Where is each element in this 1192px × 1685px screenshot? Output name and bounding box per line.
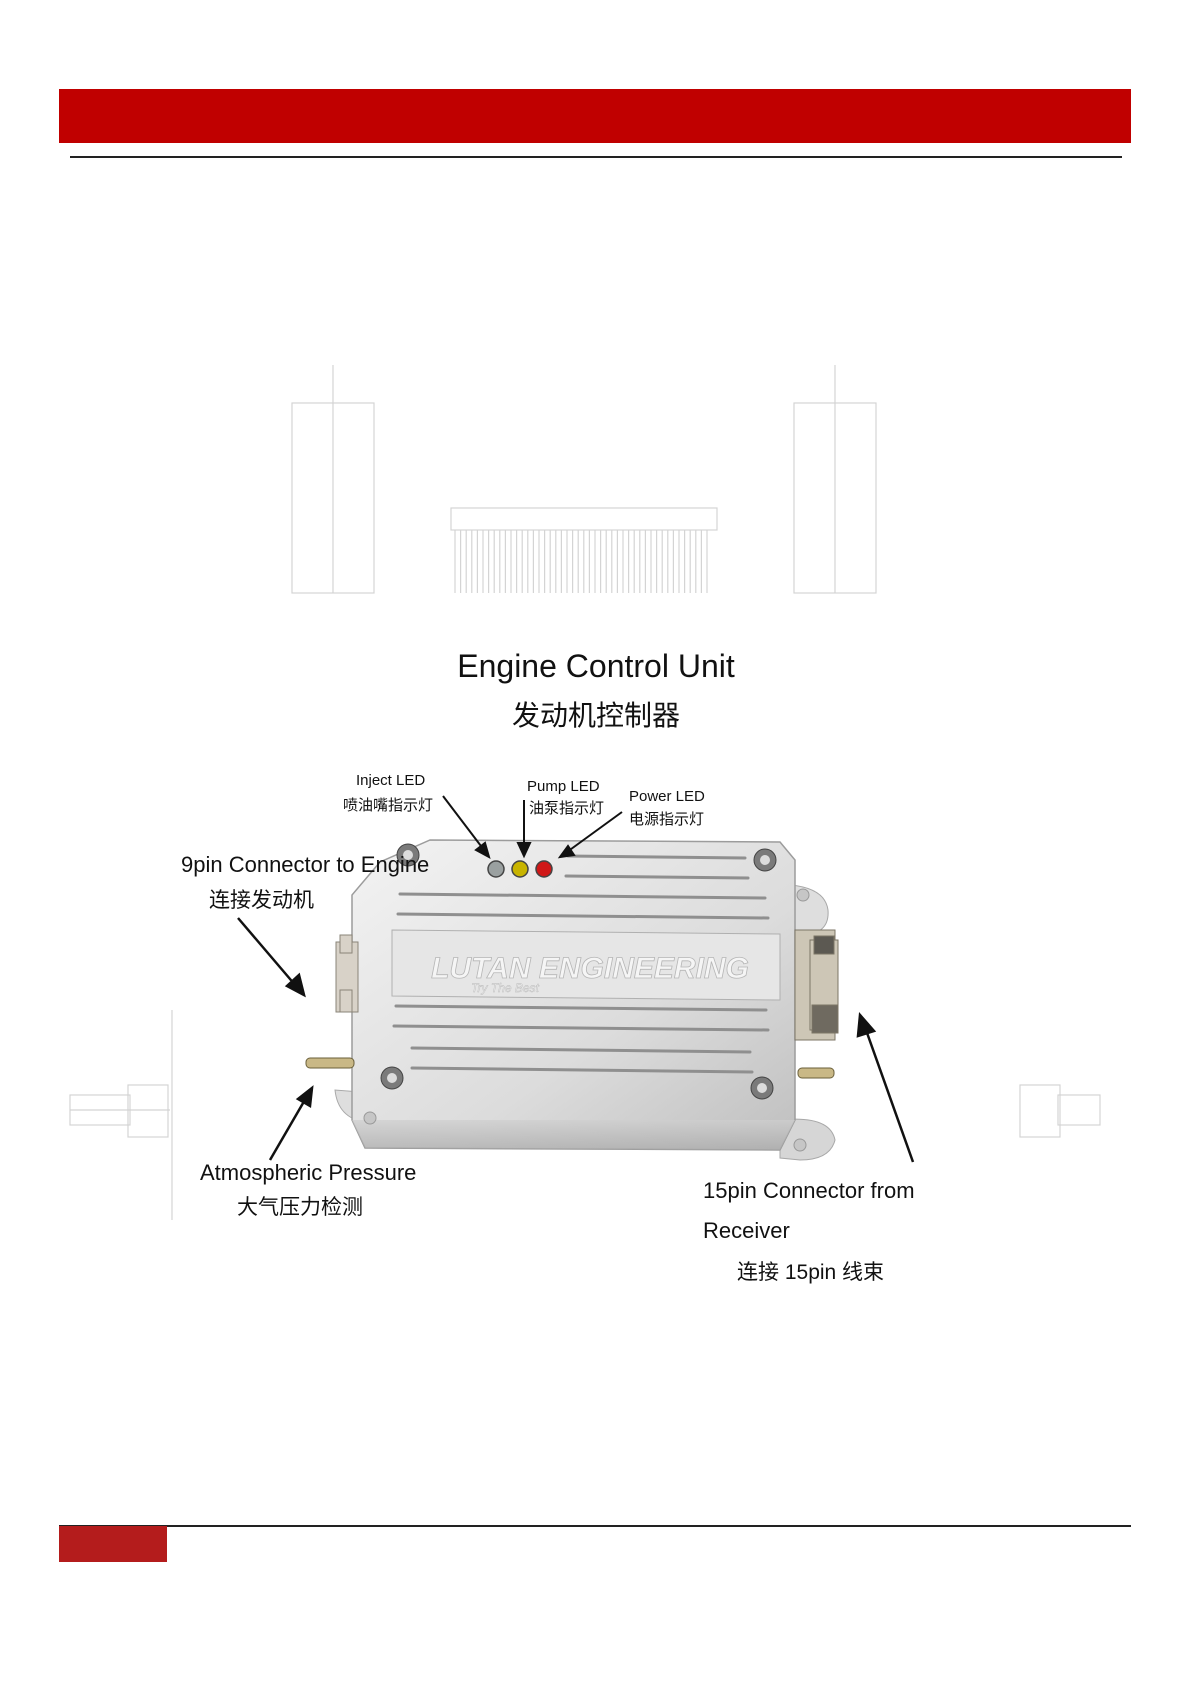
atmospheric-pressure-label: Atmospheric Pressure bbox=[200, 1160, 416, 1186]
logo-tagline: Try The Best bbox=[471, 981, 539, 995]
connector-9pin-label: 9pin Connector to Engine bbox=[181, 852, 429, 878]
connector-15pin-label-zh: 连接 15pin 线束 bbox=[737, 1256, 884, 1286]
power-led-indicator bbox=[536, 861, 552, 877]
pump-led-indicator bbox=[512, 861, 528, 877]
connector-15pin-label-line1: 15pin Connector from bbox=[703, 1178, 915, 1204]
inject-led-label-zh: 喷油嘴指示灯 bbox=[343, 794, 433, 815]
inject-led-label: Inject LED bbox=[356, 772, 425, 789]
inject-led-indicator bbox=[488, 861, 504, 877]
pump-led-label-zh: 油泵指示灯 bbox=[529, 797, 604, 818]
power-led-label-zh: 电源指示灯 bbox=[629, 808, 704, 829]
power-led-label: Power LED bbox=[629, 788, 705, 805]
atmospheric-pressure-label-zh: 大气压力检测 bbox=[237, 1191, 363, 1221]
pump-led-label: Pump LED bbox=[527, 778, 600, 795]
connector-15pin-label-line2: Receiver bbox=[703, 1218, 790, 1244]
connector-9pin-label-zh: 连接发动机 bbox=[209, 884, 314, 914]
page-title-zh: 发动机控制器 bbox=[0, 694, 1192, 734]
page-title-en: Engine Control Unit bbox=[0, 648, 1192, 685]
